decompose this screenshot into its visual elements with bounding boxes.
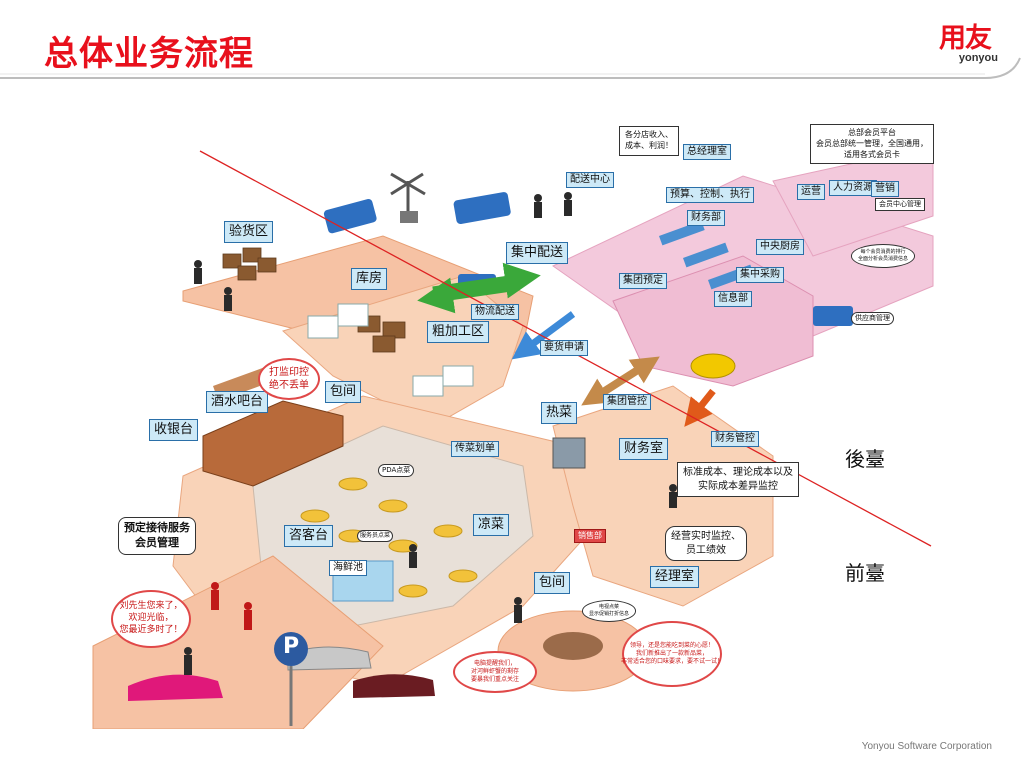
- tag-cold-dishes: 凉菜: [473, 514, 510, 536]
- tag-supplier-mgmt: 供应商管理: [851, 312, 894, 326]
- tag-finance-control: 财务管控: [711, 431, 759, 447]
- tag-seafood: 海鲜池: [329, 560, 367, 576]
- tag-logistics: 物流配送: [471, 304, 519, 320]
- tag-dish-pass: 传菜划单: [451, 441, 499, 457]
- tag-finance-room: 财务室: [619, 438, 669, 460]
- note-realtime-monitor: 经营实时监控、员工绩效: [665, 526, 747, 561]
- parking-sign-label: P: [283, 634, 300, 659]
- tag-manager-office: 经理室: [650, 566, 700, 588]
- note-welcome: 刘先生您来了，欢迎光临，您最近多时了！: [111, 590, 191, 648]
- business-flow-illustration: 验货区 库房 集中配送 配送中心 物流配送 粗加工区 要货申请 总经理室 预算、…: [53, 86, 956, 729]
- note-print-control: 打监印控绝不丢单: [258, 358, 320, 400]
- header-rule: [0, 57, 1021, 79]
- tag-group-control: 集团管控: [603, 394, 651, 410]
- tag-requisition: 要货申请: [540, 340, 588, 356]
- tag-central-dispatch: 集中配送: [506, 242, 569, 264]
- note-computer-reminder: 电脑提醒我们，对河鲜虾蟹的剩存要暴我们重点关注: [453, 651, 537, 693]
- tag-private-room-1: 包间: [325, 381, 362, 403]
- tag-info-dept: 信息部: [714, 291, 752, 307]
- tag-dispatch-center: 配送中心: [566, 172, 614, 188]
- note-hq-platform: 总部会员平台会员总部统一管理，全国通用，适用各式会员卡: [810, 124, 934, 165]
- tag-central-purchase: 集中采购: [736, 267, 784, 283]
- tag-waiter-pos: 服务员点菜: [357, 530, 394, 543]
- yonyou-logo: 用友 yonyou: [930, 23, 1000, 65]
- note-tv: 电视点菜显示促销打折信息: [582, 600, 637, 622]
- tag-sales-dept: 销售部: [574, 529, 606, 543]
- tag-cashier: 收银台: [149, 419, 199, 441]
- tag-inspection: 验货区: [224, 221, 274, 243]
- tag-hot-dishes: 热菜: [541, 402, 578, 424]
- tag-warehouse: 库房: [351, 268, 388, 290]
- tag-processing: 粗加工区: [427, 321, 490, 343]
- note-cost-analysis: 标准成本、理论成本以及实际成本差异监控: [677, 462, 799, 497]
- logo-cn-text: 用友: [939, 23, 992, 54]
- tag-reception: 咨客台: [284, 525, 334, 547]
- tag-group-booking: 集团预定: [619, 273, 667, 289]
- tag-finance-dept: 财务部: [687, 210, 725, 226]
- illustration-artwork: [92, 145, 934, 729]
- tag-pda: PDA点菜: [378, 464, 415, 478]
- tag-central-kitchen: 中央厨房: [756, 239, 804, 255]
- note-booking-service: 预定接待服务会员管理: [118, 517, 196, 555]
- note-member-info: 每个会员消费的排行全面分析会员消费信息: [851, 244, 916, 268]
- tag-member-mgmt: 会员中心管理: [875, 198, 925, 212]
- tag-bar: 酒水吧台: [206, 391, 269, 413]
- note-branch-income: 各分店收入、成本、利润！: [619, 126, 679, 156]
- logo-en-text: yonyou: [958, 52, 998, 64]
- tag-marketing: 营销: [871, 181, 899, 197]
- tag-hr: 人力资源: [829, 180, 877, 196]
- back-office-label: 後臺: [845, 447, 885, 471]
- slide-title: 总体业务流程: [44, 34, 254, 74]
- footer-corporation: Yonyou Software Corporation: [861, 741, 992, 752]
- tag-gm-office: 总经理室: [683, 144, 731, 160]
- front-office-label: 前臺: [845, 561, 885, 585]
- tag-operations: 运营: [797, 184, 825, 200]
- tag-budget: 预算、控制、执行: [666, 187, 754, 203]
- note-guest-speech: 领导，还是您能吃到菜的心愿！我们新推出了一款新品菜，非常适合您的口味要求，要不试…: [621, 621, 723, 687]
- tag-private-room-2: 包间: [534, 572, 571, 594]
